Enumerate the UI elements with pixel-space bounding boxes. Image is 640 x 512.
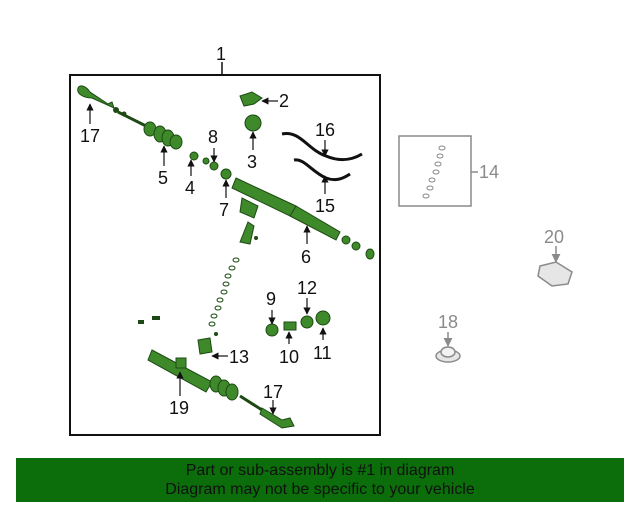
grommet-18[interactable]: [435, 346, 461, 363]
nut-10[interactable]: [283, 321, 297, 331]
callout-6: 6: [301, 247, 311, 267]
footer-line-2: Diagram may not be specific to your vehi…: [165, 481, 475, 498]
bushing-3[interactable]: [244, 114, 262, 132]
pinion-shaft[interactable]: [239, 221, 258, 245]
seal-kit-14: [422, 145, 446, 199]
callout-7: 7: [219, 200, 229, 220]
tie-rod-end-lower[interactable]: [259, 407, 295, 429]
steering-rack-housing[interactable]: [231, 177, 375, 260]
tie-rod-lower[interactable]: [239, 394, 263, 412]
callout-3: 3: [247, 152, 257, 172]
return-line-15[interactable]: [293, 158, 351, 182]
callout-4: 4: [185, 178, 195, 198]
assembly-frame: [69, 74, 381, 436]
callout-17-top: 17: [80, 126, 100, 146]
callout-2: 2: [279, 91, 289, 111]
callout-11: 11: [313, 343, 332, 363]
callout-15: 15: [315, 196, 335, 216]
bushing-11[interactable]: [315, 310, 331, 326]
tie-rod-end-top[interactable]: [77, 85, 115, 109]
callout-12: 12: [297, 278, 317, 298]
callout-18: 18: [438, 312, 458, 332]
seal-kit-chain[interactable]: [208, 257, 240, 336]
callout-5: 5: [158, 168, 168, 188]
washer-12[interactable]: [300, 315, 314, 329]
bracket-20[interactable]: [537, 261, 573, 287]
bracket-2[interactable]: [239, 91, 263, 107]
callout-13: 13: [229, 347, 249, 367]
pinion-plate[interactable]: [239, 197, 259, 219]
callout-19: 19: [169, 398, 189, 418]
steering-gear-19[interactable]: [147, 349, 213, 393]
boot-bellows-lower[interactable]: [209, 375, 239, 401]
seal-kit-box-14[interactable]: [398, 135, 472, 207]
tie-rod-inner[interactable]: [113, 107, 147, 128]
footer-banner: Part or sub-assembly is #1 in diagram Di…: [16, 458, 624, 502]
bushing-9[interactable]: [265, 323, 279, 337]
callout-10: 10: [279, 347, 299, 367]
valve-13[interactable]: [197, 337, 213, 355]
callout-8: 8: [208, 127, 218, 147]
clamp-small[interactable]: [189, 151, 232, 180]
callout-14: 14: [479, 162, 499, 182]
callout-1: 1: [216, 44, 226, 64]
callout-20: 20: [544, 227, 564, 247]
boot-bellows[interactable]: [143, 121, 183, 150]
callout-9: 9: [266, 289, 276, 309]
footer-line-1: Part or sub-assembly is #1 in diagram: [185, 462, 455, 479]
callout-17-bottom: 17: [263, 382, 283, 402]
callout-16: 16: [315, 120, 335, 140]
bolt-small-pair[interactable]: [138, 316, 160, 324]
